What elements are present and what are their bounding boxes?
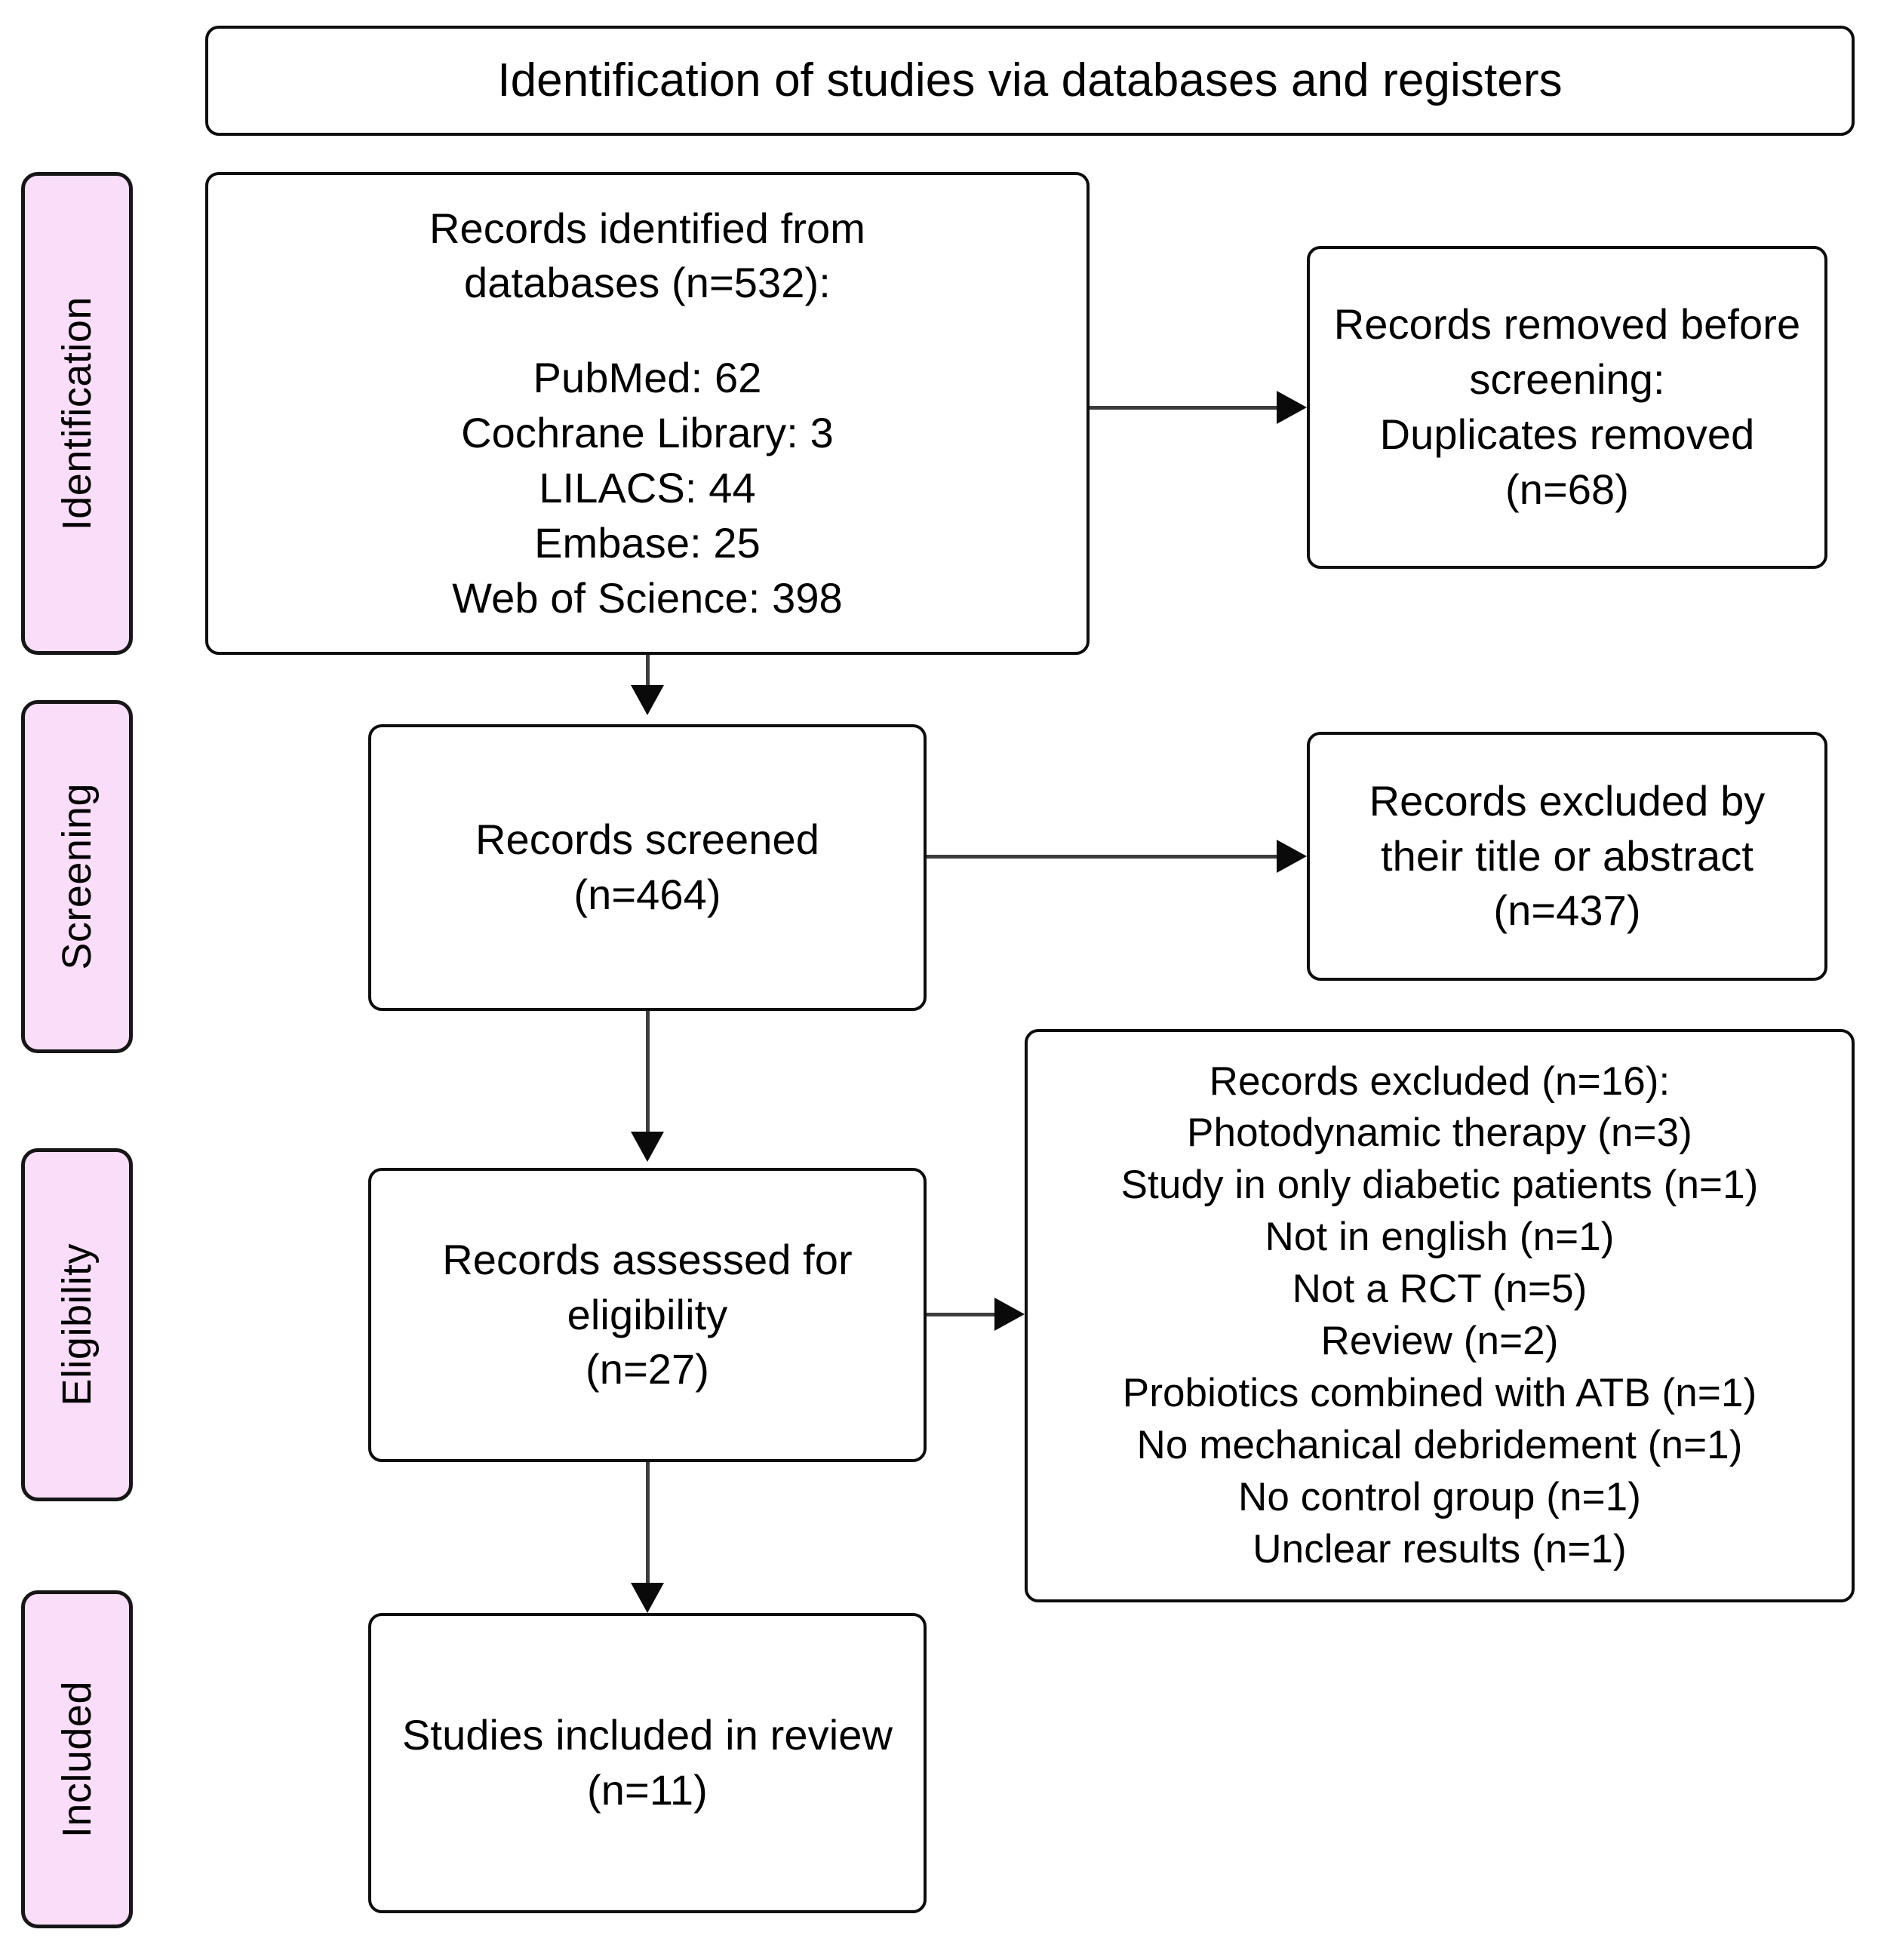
records-identified-spacer: [219, 311, 1076, 351]
records-identified-title-line2: databases (n=532):: [464, 259, 831, 307]
excluded-full-heading: Records excluded (n=16):: [1209, 1058, 1671, 1104]
records-removed-line2: screening:: [1469, 355, 1665, 404]
studies-included-line1: Studies included in review: [401, 1711, 893, 1759]
connector-assessed-to-included-line: [646, 1462, 650, 1590]
connector-assessed-to-included-arrowhead: [631, 1583, 664, 1613]
stage-label-screening: Screening: [21, 700, 133, 1053]
connector-screened-to-excluded-arrowhead: [1277, 840, 1307, 873]
records-identified-source-lilacs: LILACS: 44: [539, 463, 756, 512]
records-removed-line1: Records removed before: [1333, 300, 1801, 349]
box-records-excluded-full-text: Records excluded (n=16): Photodynamic th…: [1025, 1029, 1855, 1602]
box-records-removed-before-screening: Records removed before screening: Duplic…: [1307, 246, 1827, 569]
stage-label-included: Included: [21, 1590, 133, 1928]
assessed-eligibility-line3: (n=27): [585, 1345, 710, 1393]
stage-label-eligibility-text: Eligibility: [54, 1243, 100, 1406]
records-identified-source-wos: Web of Science: 398: [452, 573, 843, 622]
excluded-title-abstract-line2: their title or abstract: [1380, 831, 1754, 880]
excluded-full-reason-unclear-results: Unclear results (n=1): [1253, 1526, 1627, 1571]
excluded-full-reason-photodynamic: Photodynamic therapy (n=3): [1187, 1111, 1692, 1156]
records-identified-title-line1: Records identified from: [429, 204, 866, 252]
stage-label-eligibility: Eligibility: [21, 1148, 133, 1501]
records-identified-source-embase: Embase: 25: [534, 518, 761, 567]
records-identified-source-cochrane: Cochrane Library: 3: [461, 409, 834, 457]
box-studies-included-in-review: Studies included in review (n=11): [368, 1613, 927, 1913]
records-screened-line2: (n=464): [573, 871, 721, 918]
records-screened-line1: Records screened: [475, 816, 820, 864]
connector-screened-to-assessed-arrowhead: [631, 1132, 664, 1162]
connector-screened-to-excluded-line: [927, 855, 1277, 859]
excluded-full-reason-diabetic: Study in only diabetic patients (n=1): [1120, 1163, 1759, 1208]
connector-assessed-to-excludedfull-arrowhead: [994, 1298, 1025, 1331]
excluded-title-abstract-line1: Records excluded by: [1369, 776, 1766, 825]
records-removed-line4: (n=68): [1505, 465, 1630, 513]
excluded-full-reason-review: Review (n=2): [1320, 1319, 1559, 1363]
header-title: Identification of studies via databases …: [497, 54, 1563, 106]
stage-label-screening-text: Screening: [54, 783, 100, 970]
connector-identified-to-screened-line: [646, 655, 650, 694]
box-records-screened: Records screened (n=464): [368, 724, 927, 1011]
box-records-identified: Records identified from databases (n=532…: [205, 172, 1090, 655]
connector-identified-to-screened-arrowhead: [631, 685, 664, 715]
box-records-excluded-title-abstract: Records excluded by their title or abstr…: [1307, 732, 1827, 981]
excluded-full-reason-probiotics-atb: Probiotics combined with ATB (n=1): [1122, 1370, 1757, 1415]
excluded-full-reason-no-control-group: No control group (n=1): [1238, 1474, 1641, 1519]
connector-identified-to-removed-line: [1090, 406, 1277, 410]
excluded-full-reason-no-debridement: No mechanical debridement (n=1): [1136, 1422, 1743, 1467]
excluded-full-reason-not-english: Not in english (n=1): [1265, 1215, 1615, 1260]
excluded-full-reason-not-rct: Not a RCT (n=5): [1292, 1267, 1588, 1312]
assessed-eligibility-line1: Records assessed for: [442, 1235, 853, 1283]
stage-label-included-text: Included: [54, 1680, 100, 1839]
connector-identified-to-removed-arrowhead: [1277, 391, 1307, 424]
stage-label-identification: Identification: [21, 172, 133, 655]
box-records-assessed-eligibility: Records assessed for eligibility (n=27): [368, 1168, 927, 1462]
excluded-title-abstract-line3: (n=437): [1493, 886, 1641, 935]
connector-screened-to-assessed-line: [646, 1011, 650, 1139]
records-removed-line3: Duplicates removed: [1379, 410, 1755, 458]
assessed-eligibility-line2: eligibility: [567, 1290, 728, 1338]
studies-included-line2: (n=11): [587, 1766, 708, 1814]
records-identified-source-pubmed: PubMed: 62: [533, 354, 762, 402]
diagram-header-banner: Identification of studies via databases …: [205, 26, 1855, 136]
stage-label-identification-text: Identification: [54, 296, 100, 531]
connector-assessed-to-excludedfull-line: [927, 1313, 994, 1316]
